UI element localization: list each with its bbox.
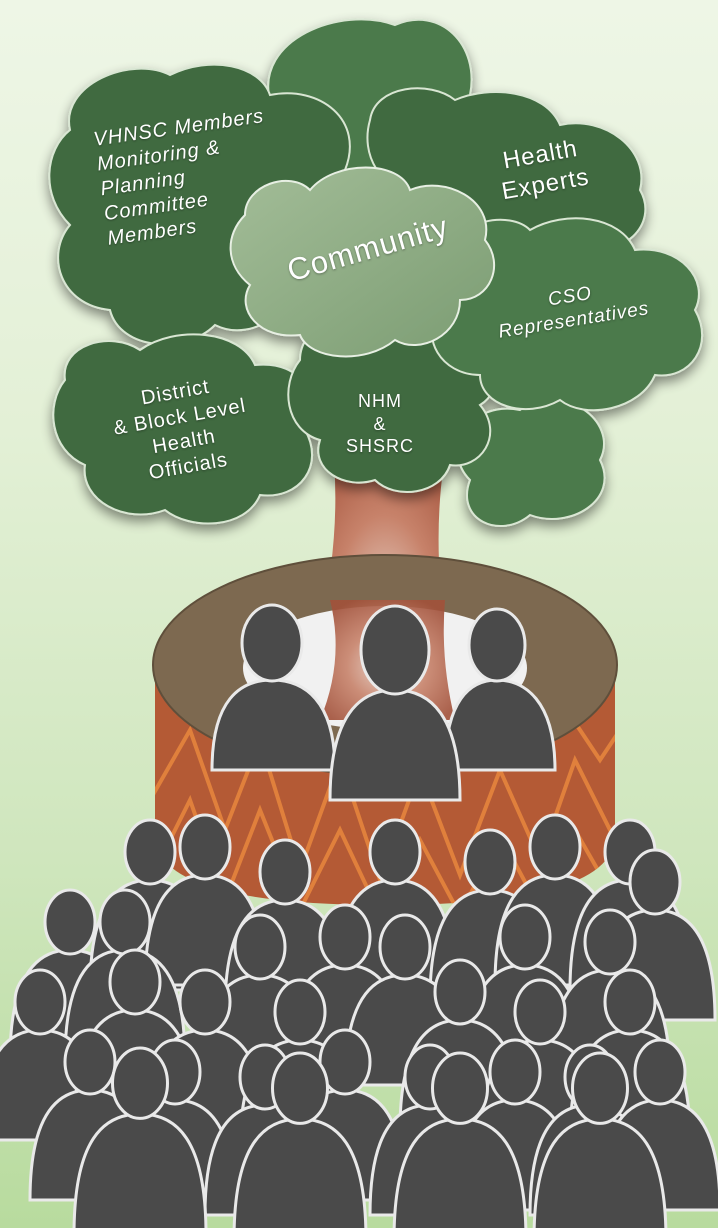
crowd	[0, 813, 718, 1228]
person-icon	[72, 1046, 208, 1228]
cloud-cso	[426, 217, 704, 412]
cloud-district	[52, 333, 314, 525]
person-icon	[210, 603, 337, 772]
person-icon	[443, 607, 557, 772]
foliage	[48, 18, 704, 527]
person-icon	[392, 1051, 528, 1228]
person-icon	[232, 1051, 368, 1228]
nhm-label: NHM & SHSRC	[345, 391, 414, 456]
person-icon	[328, 604, 462, 802]
person-icon	[532, 1051, 668, 1228]
people-on-platform	[210, 603, 557, 802]
cloud-community	[229, 166, 495, 358]
